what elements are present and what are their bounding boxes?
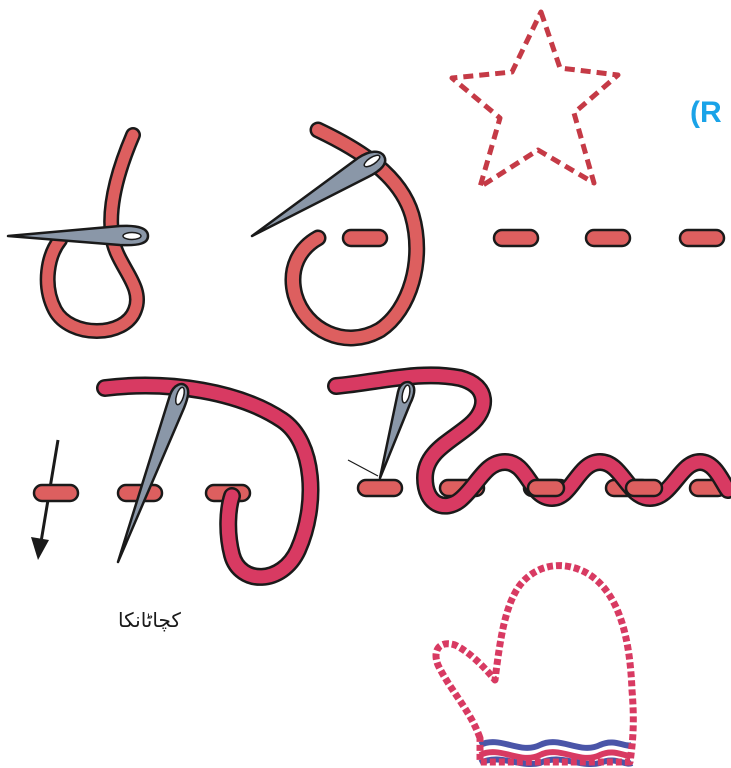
star-outline-icon <box>452 12 618 187</box>
needle-thread-loop-icon <box>8 135 148 331</box>
mitten-outline-icon <box>436 566 633 764</box>
dashed-stitch-line-icon <box>494 230 724 246</box>
wavy-stitch-icon <box>336 375 728 505</box>
needle-thread-loop-icon <box>252 130 417 338</box>
corner-label: (R <box>690 96 722 130</box>
direction-arrow-icon <box>31 440 78 560</box>
needle-thread-loop-icon <box>105 384 311 577</box>
urdu-caption: کچاٹانکا <box>118 608 181 632</box>
